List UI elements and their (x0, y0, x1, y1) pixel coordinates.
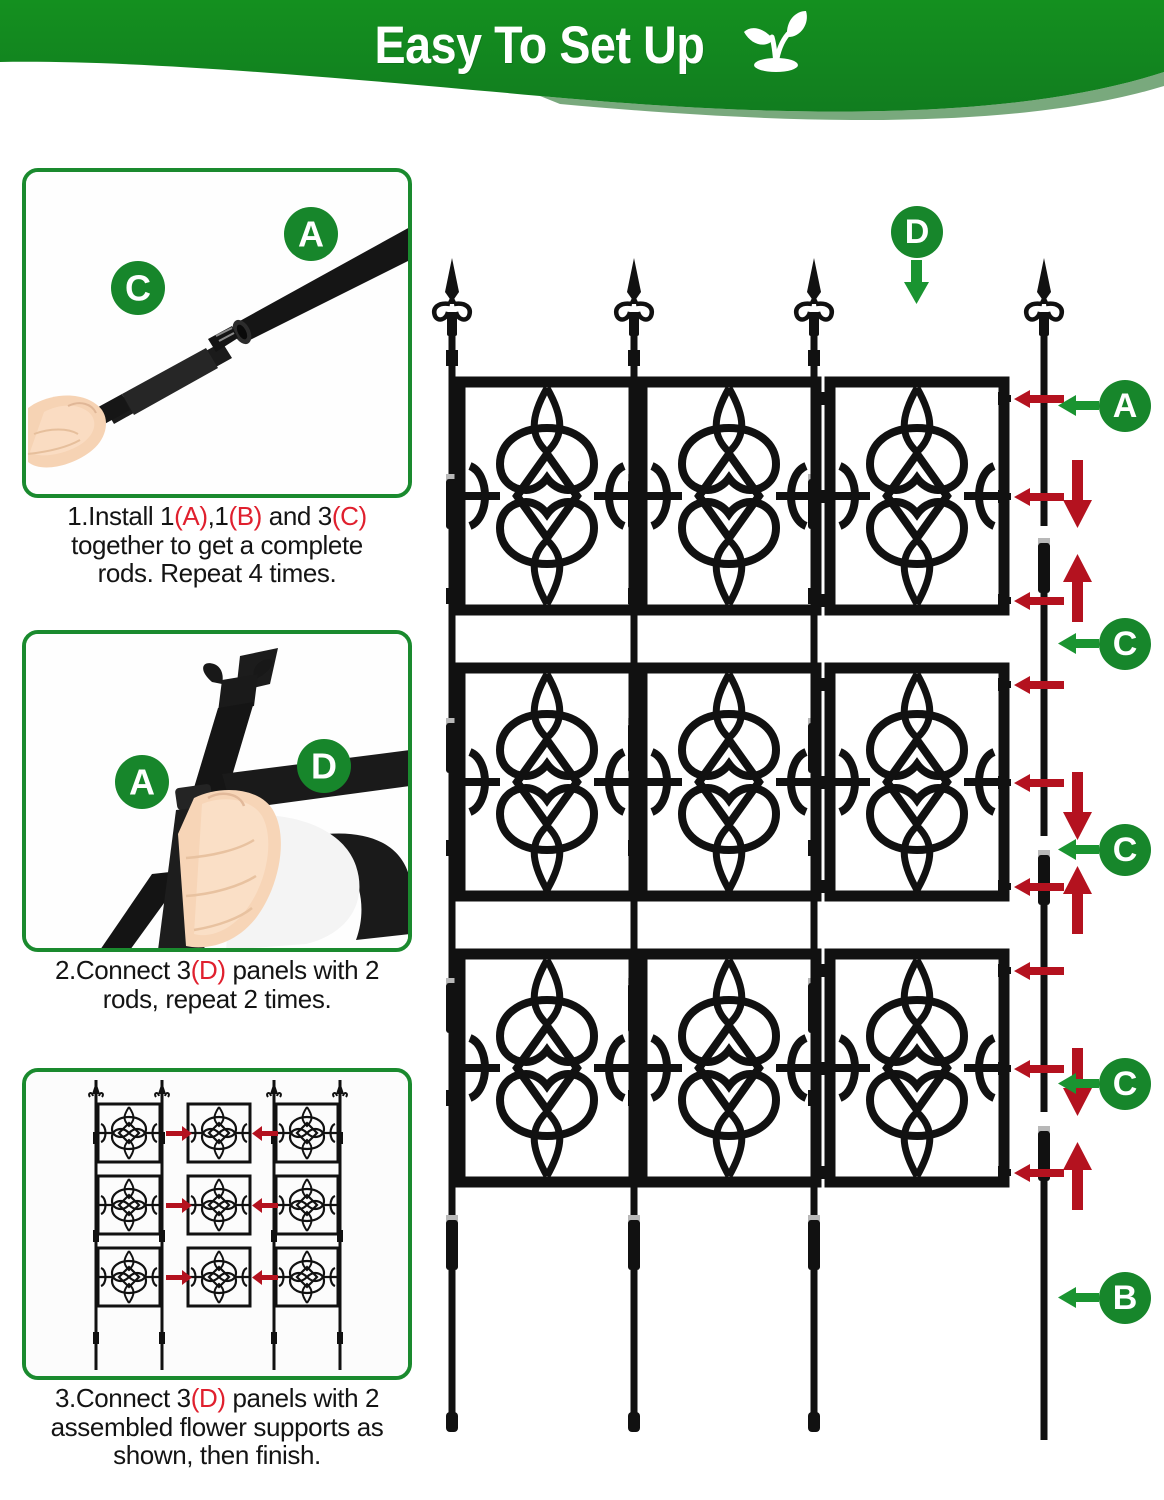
panel-r2-c1 (460, 668, 634, 896)
label-d-panel: D (891, 206, 943, 304)
step-2-caption: 2.Connect 3(D) panels with 2 rods, repea… (22, 956, 412, 1013)
joint-arrows-3 (1063, 1048, 1092, 1210)
panel-r1-c1 (460, 382, 634, 610)
svg-text:D: D (311, 746, 337, 787)
red-arrow-clip (1014, 1060, 1064, 1078)
panel-r3-c2 (642, 954, 816, 1182)
step-2-photo: A D (22, 630, 412, 952)
svg-text:C: C (1113, 625, 1138, 663)
step1-cap-f: (C) (331, 501, 367, 531)
svg-text:B: B (1113, 1279, 1138, 1317)
hand-photo2 (178, 789, 281, 948)
step1-cap-e: and 3 (261, 501, 332, 531)
step3-cap-a: 3.Connect 3 (54, 1383, 191, 1413)
step1-cap-line3: rods. Repeat 4 times. (97, 558, 337, 589)
badge-d-step2: D (297, 739, 351, 793)
panel-r3-c1 (460, 954, 634, 1182)
svg-text:A: A (298, 214, 324, 255)
badge-a-step1: A (284, 207, 338, 261)
step-1-block: A C 1.Install 1(A),1(B) and 3(C) togethe… (22, 168, 412, 588)
svg-text:C: C (1113, 831, 1138, 869)
hand-illustration (27, 395, 106, 468)
panel-r3-c3-detached (830, 954, 1004, 1182)
step2-cap-line2: rods, repeat 2 times. (102, 983, 332, 1014)
panel-r2-c3-detached (830, 668, 1004, 896)
svg-text:A: A (1113, 387, 1138, 425)
svg-text:A: A (129, 762, 155, 803)
label-c-lower: C (1058, 1058, 1151, 1110)
steps-column: A C 1.Install 1(A),1(B) and 3(C) togethe… (22, 168, 412, 1498)
label-c-middle: C (1058, 824, 1151, 876)
step-3-photo (22, 1068, 412, 1380)
assembly-diagram: D A C C C B (424, 150, 1164, 1500)
step-3-caption: 3.Connect 3(D) panels with 2 assembled f… (22, 1384, 412, 1470)
svg-text:D: D (905, 213, 930, 251)
thumb-red-arrows (166, 1126, 278, 1285)
red-joint-arrow-pairs (1063, 460, 1092, 1210)
red-arrow-clip (1014, 774, 1064, 792)
joint-arrows-2 (1063, 772, 1092, 934)
red-clip-arrows (1014, 390, 1064, 1182)
step3-cap-c: panels with 2 (225, 1383, 380, 1413)
header-banner: Easy To Set Up (0, 0, 1164, 120)
label-a-top-rod: A (1058, 380, 1151, 432)
svg-text:C: C (1113, 1065, 1138, 1103)
red-arrow-clip (1014, 488, 1064, 506)
page-title: Easy To Set Up (374, 15, 704, 75)
red-arrow-clip (1014, 592, 1064, 610)
step-1-caption: 1.Install 1(A),1(B) and 3(C) together to… (22, 502, 412, 588)
step2-cap-c: panels with 2 (225, 955, 380, 985)
joint-arrows-1 (1063, 460, 1092, 622)
red-arrow-clip (1014, 1164, 1064, 1182)
red-arrow-clip (1014, 676, 1064, 694)
step3-cap-line2: assembled flower supports as (50, 1411, 384, 1442)
panel-r1-c2 (642, 382, 816, 610)
step1-cap-c: ,1 (207, 501, 229, 531)
step1-cap-a: 1.Install 1 (67, 501, 175, 531)
banner-shadow-edge (540, 72, 1164, 120)
step3-cap-b: (D) (190, 1383, 226, 1413)
step3-cap-line3: shown, then finish. (113, 1440, 321, 1471)
panel-r1-c3-detached (830, 382, 1004, 610)
step-2-block: A D 2.Connect 3(D) panels with 2 rods, r… (22, 630, 412, 1013)
red-arrow-clip (1014, 962, 1064, 980)
step1-cap-d: (B) (228, 501, 262, 531)
banner-shape (0, 0, 1164, 112)
red-arrow-clip (1014, 390, 1064, 408)
badge-c-step1: C (111, 261, 165, 315)
step1-cap-b: (A) (174, 501, 208, 531)
rod-exploded-4 (1026, 258, 1062, 1440)
step2-cap-a: 2.Connect 3 (54, 955, 191, 985)
step-1-photo: A C (22, 168, 412, 498)
label-c-upper: C (1058, 618, 1151, 670)
red-arrow-clip (1014, 878, 1064, 896)
step2-cap-b: (D) (190, 955, 226, 985)
step1-cap-line2: together to get a complete (71, 529, 363, 560)
badge-a-step2: A (115, 755, 169, 809)
seedling-icon (740, 8, 812, 74)
step-3-block: 3.Connect 3(D) panels with 2 assembled f… (22, 1068, 412, 1470)
svg-text:C: C (125, 268, 151, 309)
panel-r2-c2 (642, 668, 816, 896)
label-b-bottom-rod: B (1058, 1272, 1151, 1324)
